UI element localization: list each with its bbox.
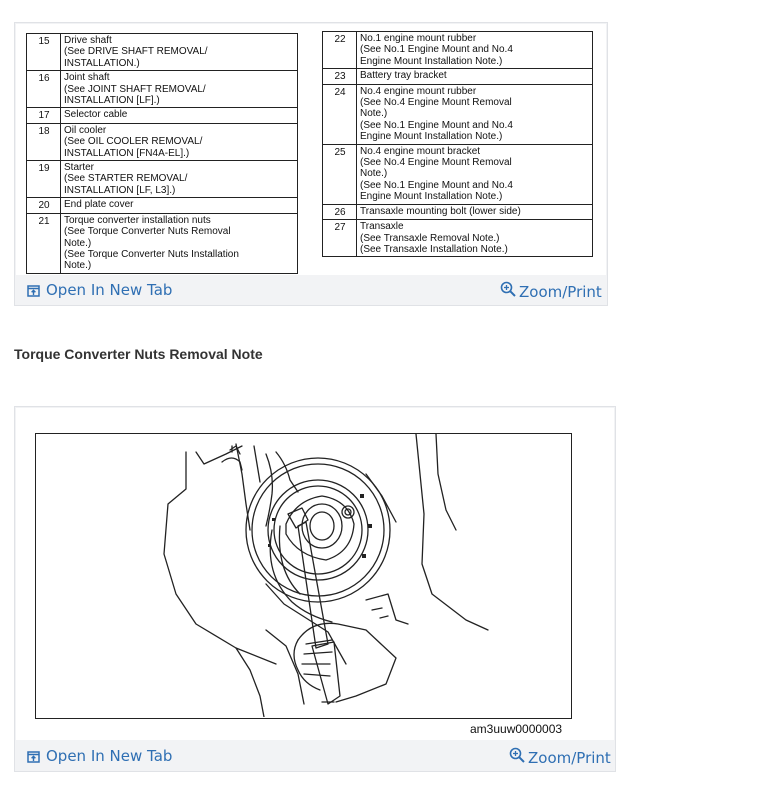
legend-item-number: 19	[26, 160, 61, 199]
legend-item-line: (See Transaxle Installation Note.)	[360, 243, 508, 255]
legend-item-description: Battery tray bracket	[356, 68, 593, 85]
legend-item-line: Transaxle mounting bolt (lower side)	[360, 205, 521, 217]
legend-item-line: (See No.1 Engine Mount and No.4	[360, 44, 513, 56]
torque-converter-diagram	[35, 433, 572, 719]
legend-item-number: 24	[322, 83, 357, 145]
legend-item-line: (See OIL COOLER REMOVAL/	[64, 136, 203, 148]
zoom-print-label: Zoom/Print	[519, 283, 602, 301]
legend-item-line: Note.)	[64, 237, 92, 249]
legend-item-description: Drive shaft (See DRIVE SHAFT REMOVAL/INS…	[60, 32, 298, 72]
legend-item-line: (See No.1 Engine Mount and No.4	[360, 179, 513, 191]
legend-item-line: Engine Mount Installation Note.)	[360, 131, 503, 143]
legend-item-line: Transaxle	[360, 221, 404, 233]
legend-item-number: 22	[322, 30, 357, 70]
legend-item-number: 20	[26, 197, 61, 214]
figure-code: am3uuw0000003	[470, 722, 563, 736]
legend-item-number: 16	[26, 70, 61, 109]
legend-item-line: Note.)	[360, 108, 388, 120]
open-new-tab-icon	[27, 750, 40, 763]
legend-item-line: INSTALLATION [LF].)	[64, 95, 160, 107]
legend-item-number: 25	[322, 143, 357, 205]
legend-item-line: Selector cable	[64, 109, 128, 121]
legend-item-line: No.4 engine mount bracket	[360, 145, 481, 157]
legend-item-line: (See STARTER REMOVAL/	[64, 173, 188, 185]
legend-item-line: (See DRIVE SHAFT REMOVAL/	[64, 46, 208, 58]
legend-item-number: 26	[322, 203, 357, 221]
legend-item-line: Battery tray bracket	[360, 70, 447, 82]
legend-item-line: Joint shaft	[64, 72, 110, 84]
legend-item-line: No.1 engine mount rubber	[360, 33, 477, 44]
legend-item-number: 18	[26, 122, 61, 162]
legend-item-line: (See JOINT SHAFT REMOVAL/	[64, 83, 206, 95]
zoom-print-label: Zoom/Print	[528, 749, 611, 767]
legend-item-description: No.4 engine mount rubber (See No.4 Engin…	[356, 83, 593, 145]
open-in-new-tab-link[interactable]: Open In New Tab	[27, 281, 172, 299]
legend-item-description: Selector cable	[60, 107, 298, 124]
legend-item-number: 17	[26, 107, 61, 124]
legend-item-line: (See Torque Converter Nuts Installation	[64, 248, 239, 260]
legend-item-number: 27	[322, 219, 357, 258]
legend-item-description: No.4 engine mount bracket (See No.4 Engi…	[356, 143, 593, 205]
legend-item-description: Starter (See STARTER REMOVAL/INSTALLATIO…	[60, 160, 298, 199]
legend-item-line: (See No.1 Engine Mount and No.4	[360, 119, 513, 131]
legend-item-line: End plate cover	[64, 199, 134, 211]
legend-item-line: Drive shaft	[64, 35, 112, 46]
legend-item-line: Engine Mount Installation Note.)	[360, 191, 503, 203]
figure-card-toolbar: Open In New Tab Zoom/Print	[15, 741, 615, 771]
legend-item-line: (See Torque Converter Nuts Removal	[64, 226, 231, 238]
legend-item-line: Torque converter installation nuts	[64, 214, 211, 226]
open-in-new-tab-label: Open In New Tab	[46, 281, 173, 299]
legend-item-line: No.4 engine mount rubber	[360, 85, 477, 97]
legend-item-description: Transaxle mounting bolt (lower side)	[356, 203, 593, 221]
section-heading: Torque Converter Nuts Removal Note	[14, 346, 263, 362]
legend-item-description: Joint shaft (See JOINT SHAFT REMOVAL/INS…	[60, 70, 298, 109]
legend-item-line: INSTALLATION [FN4A-EL].)	[64, 147, 190, 159]
legend-item-line: (See Transaxle Removal Note.)	[360, 232, 500, 244]
torque-converter-illustration	[163, 434, 489, 718]
legend-item-line: Engine Mount Installation Note.)	[360, 55, 503, 67]
legend-item-description: End plate cover	[60, 197, 298, 214]
zoom-magnifier-icon	[509, 747, 525, 763]
open-in-new-tab-label: Open In New Tab	[46, 747, 173, 765]
legend-item-line: Starter	[64, 162, 95, 174]
legend-item-number: 15	[26, 32, 61, 72]
legend-item-description: No.1 engine mount rubber (See No.1 Engin…	[356, 30, 593, 70]
legend-item-line: Note.)	[64, 260, 92, 272]
legend-item-line: Note.)	[360, 168, 388, 180]
legend-item-line: (See No.4 Engine Mount Removal	[360, 157, 512, 169]
zoom-print-link[interactable]: Zoom/Print	[509, 743, 611, 767]
legend-item-description: Transaxle (See Transaxle Removal Note.) …	[356, 219, 593, 258]
legend-card-toolbar: Open In New Tab Zoom/Print	[15, 275, 607, 305]
legend-item-line: (See No.4 Engine Mount Removal	[360, 97, 512, 109]
legend-item-line: INSTALLATION.)	[64, 57, 140, 69]
legend-item-line: Oil cooler	[64, 124, 107, 136]
legend-item-description: Oil cooler (See OIL COOLER REMOVAL/INSTA…	[60, 122, 298, 162]
zoom-print-link[interactable]: Zoom/Print	[500, 277, 602, 301]
legend-item-description: Torque converter installation nuts (See …	[60, 212, 298, 274]
legend-item-line: INSTALLATION [LF, L3].)	[64, 184, 176, 196]
zoom-magnifier-icon	[500, 281, 516, 297]
legend-item-number: 21	[26, 212, 61, 274]
open-new-tab-icon	[27, 284, 40, 297]
open-in-new-tab-link[interactable]: Open In New Tab	[27, 747, 172, 765]
legend-item-number: 23	[322, 68, 357, 85]
